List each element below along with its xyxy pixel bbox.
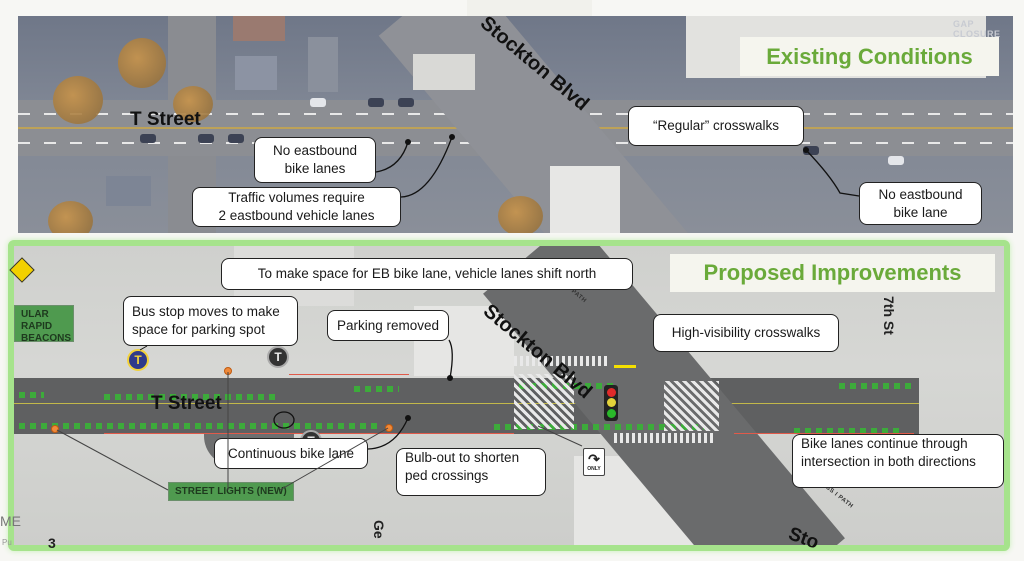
callout-text: intersection in both directions bbox=[801, 454, 976, 469]
curb-yellow bbox=[614, 365, 636, 368]
car bbox=[398, 98, 414, 107]
callout-text: Bike lanes continue through bbox=[801, 436, 968, 451]
car bbox=[803, 146, 819, 155]
car bbox=[140, 134, 156, 143]
bike-lane-wb bbox=[354, 386, 399, 392]
existing-conditions-title: Existing Conditions bbox=[740, 37, 999, 76]
callout-bulb-out: Bulb-out to shorten ped crossings bbox=[396, 448, 546, 496]
t-street-label: T Street bbox=[130, 109, 201, 130]
crosswalk-east bbox=[664, 381, 719, 431]
building bbox=[550, 166, 620, 233]
callout-text: Parking removed bbox=[336, 317, 440, 333]
curb-red bbox=[734, 433, 914, 434]
tree bbox=[53, 76, 103, 124]
signal-red bbox=[606, 387, 616, 397]
watermark-gap-closure: GAP CLOSURE bbox=[953, 19, 1001, 39]
street-light-marker-icon bbox=[224, 367, 232, 375]
building bbox=[106, 176, 151, 206]
street-light-marker-icon bbox=[51, 425, 59, 433]
bike-lane-eb bbox=[494, 424, 704, 430]
signal-yellow bbox=[606, 398, 616, 408]
traffic-signal-icon bbox=[604, 385, 618, 421]
sign-text: BEACONS bbox=[21, 333, 72, 344]
callout-no-eastbound-bike-lane: No eastbound bike lane bbox=[859, 182, 982, 225]
tree bbox=[118, 38, 166, 88]
callout-text: “Regular” crosswalks bbox=[652, 118, 780, 133]
car bbox=[310, 98, 326, 107]
center-line bbox=[14, 403, 919, 404]
bus-stop-icon: T bbox=[127, 349, 149, 371]
gen-street-label-partial: Ge bbox=[371, 520, 387, 539]
right-turn-only-sign-icon: ↷ ONLY bbox=[583, 448, 605, 476]
bike-lane-wb bbox=[104, 394, 279, 400]
bus-stop-icon: T bbox=[267, 346, 289, 368]
callout-text: Continuous bike lane bbox=[227, 445, 355, 461]
crosswalk-north bbox=[514, 356, 609, 366]
car bbox=[198, 134, 214, 143]
car bbox=[228, 134, 244, 143]
car bbox=[888, 156, 904, 165]
tree bbox=[173, 86, 213, 122]
proposed-improvements-title: Proposed Improvements bbox=[670, 254, 995, 292]
callout-bus-stop-moves: Bus stop moves to make space for parking… bbox=[123, 296, 298, 346]
building bbox=[235, 56, 277, 90]
bike-lane-eb bbox=[794, 428, 904, 434]
left-edge-text-partial: Pu bbox=[2, 538, 12, 547]
turn-arrow-icon: ↷ bbox=[588, 451, 600, 467]
rapid-beacons-sign: ULAR RAPID BEACONS bbox=[14, 305, 74, 344]
street-light-marker-icon bbox=[385, 424, 393, 432]
callout-regular-crosswalks: “Regular” crosswalks bbox=[628, 106, 804, 146]
car bbox=[368, 98, 384, 107]
top-tab-decoration bbox=[467, 0, 592, 16]
callout-bike-lanes-continue: Bike lanes continue through intersection… bbox=[792, 434, 1004, 488]
street-number-label: 3 bbox=[48, 535, 56, 551]
7th-st-label: 7th St bbox=[881, 296, 897, 335]
left-edge-logo-partial: ME bbox=[0, 513, 21, 529]
tree bbox=[498, 196, 543, 233]
bike-lane-eb bbox=[19, 423, 379, 429]
building bbox=[233, 16, 285, 41]
crosswalk-south bbox=[614, 433, 714, 443]
sign-text: ULAR RAPID bbox=[21, 309, 53, 332]
building bbox=[413, 54, 475, 90]
callout-text: High-visibility crosswalks bbox=[671, 325, 821, 340]
callout-traffic-volumes: Traffic volumes require 2 eastbound vehi… bbox=[192, 187, 401, 227]
callout-parking-removed: Parking removed bbox=[327, 310, 449, 341]
crosswalk-west bbox=[514, 374, 574, 429]
curb-red bbox=[289, 374, 409, 375]
callout-text: bike lanes bbox=[284, 161, 346, 176]
callout-text: No eastbound bbox=[272, 143, 358, 158]
callout-text: Bus stop moves to make bbox=[132, 304, 280, 319]
signal-green bbox=[606, 409, 616, 419]
tree bbox=[48, 201, 93, 233]
street-lights-new-sign: STREET LIGHTS (NEW) bbox=[168, 482, 294, 501]
t-street-label: T Street bbox=[151, 393, 222, 414]
callout-vehicle-lanes-shift: To make space for EB bike lane, vehicle … bbox=[221, 258, 633, 290]
callout-text: space for parking spot bbox=[132, 322, 265, 337]
bike-lane-wb bbox=[839, 383, 914, 389]
callout-text: Bulb-out to shorten bbox=[405, 450, 520, 465]
building bbox=[308, 37, 338, 92]
callout-text: To make space for EB bike lane, vehicle … bbox=[257, 266, 597, 281]
callout-text: Traffic volumes require bbox=[228, 190, 365, 205]
callout-high-visibility-crosswalks: High-visibility crosswalks bbox=[653, 314, 839, 352]
callout-continuous-bike-lane: Continuous bike lane bbox=[214, 438, 368, 469]
sign-text: ONLY bbox=[587, 466, 601, 472]
callout-no-eastbound-bike-lanes: No eastbound bike lanes bbox=[254, 137, 376, 183]
bike-lane-wb bbox=[19, 392, 44, 398]
callout-text: ped crossings bbox=[405, 468, 489, 483]
callout-text: 2 eastbound vehicle lanes bbox=[218, 208, 375, 223]
callout-text: No eastbound bbox=[878, 186, 963, 202]
callout-text: bike lane bbox=[893, 204, 948, 220]
